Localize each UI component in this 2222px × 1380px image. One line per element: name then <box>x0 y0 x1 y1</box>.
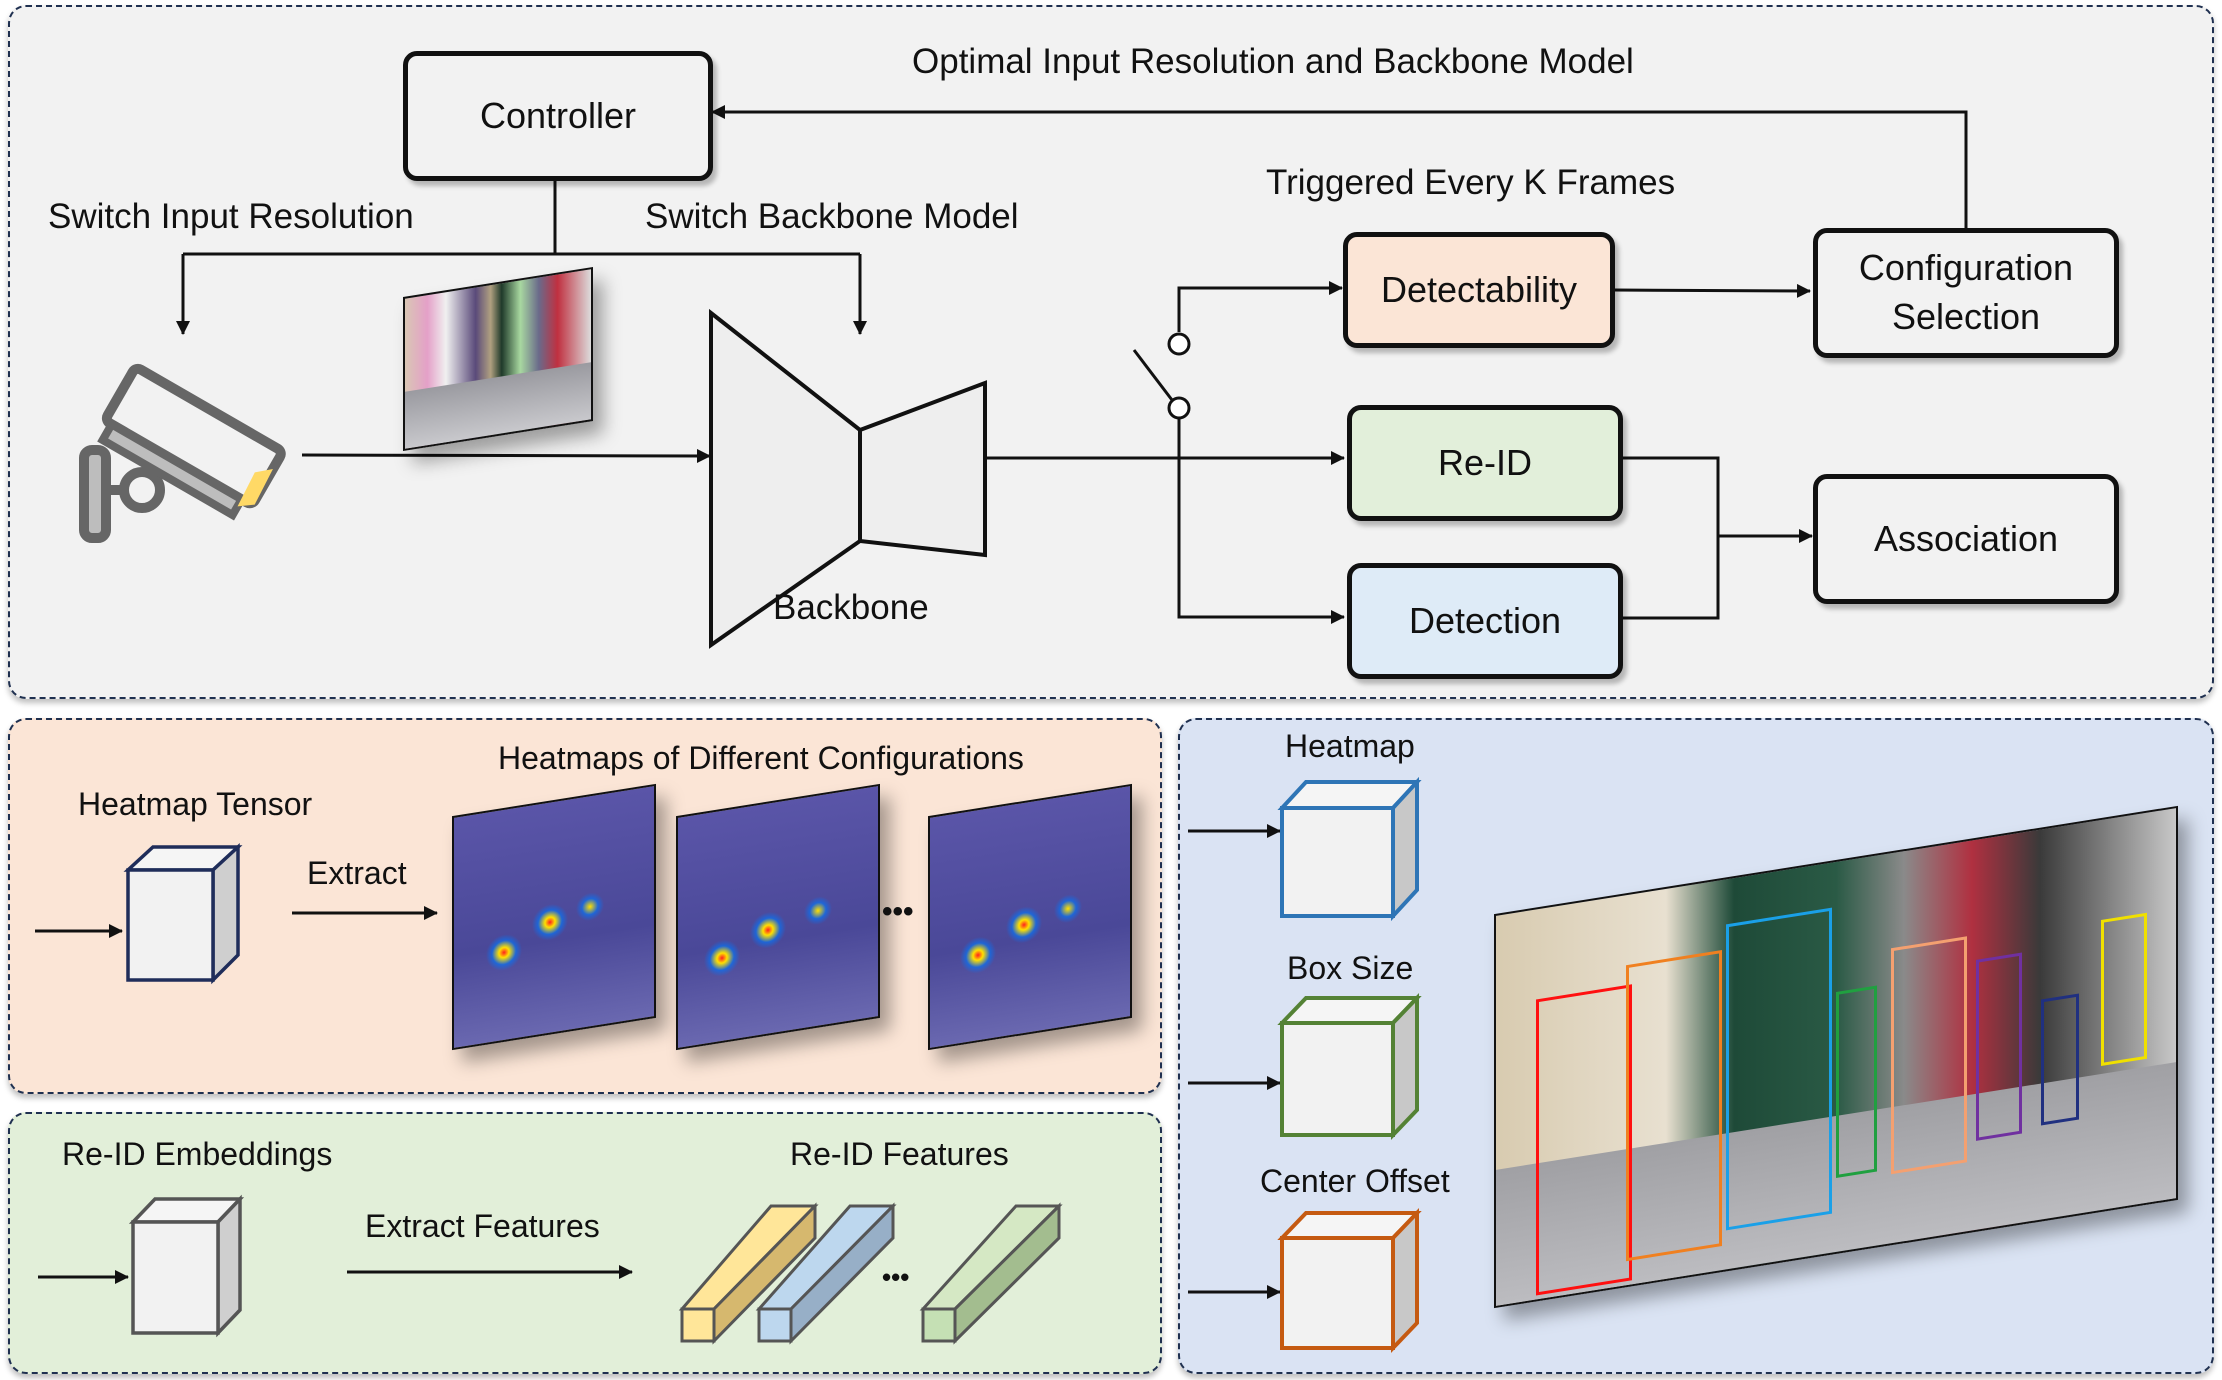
heatmaps-title: Heatmaps of Different Configurations <box>498 740 1024 776</box>
switch-lever <box>1132 349 1174 401</box>
reid-feature-bar-green <box>919 1202 1063 1345</box>
detectability-label: Detectability <box>1380 268 1578 310</box>
association-box[interactable]: Association <box>1813 474 2119 604</box>
configuration-selection-label: Configuration Selection <box>1858 247 2074 337</box>
heatmap-image-1 <box>452 783 656 1051</box>
reid-feature-bar-yellow <box>678 1202 819 1345</box>
switch-backbone-label: Switch Backbone Model <box>645 197 1019 236</box>
box-size-cube <box>1277 993 1422 1140</box>
reid-label: Re-ID <box>1437 441 1532 483</box>
trigger-label: Triggered Every K Frames <box>1266 163 1676 202</box>
association-label: Association <box>1873 517 2059 559</box>
heatmaps-ellipsis: ••• <box>882 895 914 928</box>
center-offset-cube <box>1277 1208 1422 1353</box>
reid-features-label: Re-ID Features <box>790 1136 1009 1172</box>
video-frame-image <box>403 266 593 452</box>
feedback-label: Optimal Input Resolution and Backbone Mo… <box>912 42 1634 81</box>
feedback-arrow <box>711 105 1968 228</box>
switch-to-detectability-arrow <box>1177 281 1343 332</box>
reid-embeddings-label: Re-ID Embeddings <box>62 1136 333 1172</box>
extract-label: Extract <box>307 855 407 891</box>
configuration-selection-box[interactable]: Configuration Selection <box>1813 228 2119 358</box>
controller-label: Controller <box>479 94 637 136</box>
heatmap-image-n <box>928 783 1132 1051</box>
bbox-sky-blue <box>1726 907 1832 1231</box>
heatmap-cube <box>1277 776 1422 922</box>
controller-box[interactable]: Controller <box>403 51 713 181</box>
reid-feature-bar-blue <box>755 1202 897 1345</box>
detection-label: Detection <box>1408 599 1562 641</box>
backbone-shape <box>709 308 987 649</box>
center-offset-label: Center Offset <box>1260 1163 1450 1199</box>
reid-box[interactable]: Re-ID <box>1347 405 1623 521</box>
controller-split-line <box>183 178 860 256</box>
bbox-navy <box>2041 993 2079 1126</box>
switch-contact-top <box>1167 332 1191 356</box>
merge-to-association-arrow <box>1622 456 1812 620</box>
bbox-peach <box>1891 936 1967 1175</box>
heatmap-label: Heatmap <box>1285 728 1415 764</box>
bbox-red <box>1536 984 1632 1296</box>
heatmap-image-2 <box>676 783 880 1051</box>
camera-to-backbone-arrow <box>301 448 711 463</box>
to-detection-arrow <box>1177 414 1345 624</box>
surveillance-camera-icon <box>79 363 286 543</box>
extract-features-label: Extract Features <box>365 1208 600 1244</box>
heatmap-tensor-cube <box>123 843 243 985</box>
detection-box[interactable]: Detection <box>1347 563 1623 679</box>
detectability-box[interactable]: Detectability <box>1343 232 1615 348</box>
switch-contact-bottom <box>1167 396 1191 420</box>
detectability-to-config-arrow <box>1613 283 1811 298</box>
switch-resolution-label: Switch Input Resolution <box>48 197 414 236</box>
backbone-label: Backbone <box>773 588 929 627</box>
bbox-green <box>1836 985 1877 1178</box>
heatmap-tensor-label: Heatmap Tensor <box>78 786 313 822</box>
reid-features-ellipsis: ••• <box>882 1262 910 1292</box>
bbox-yellow <box>2101 912 2147 1067</box>
box-size-label: Box Size <box>1287 950 1414 986</box>
bbox-purple <box>1976 952 2022 1141</box>
bbox-orange <box>1626 950 1722 1262</box>
reid-embeddings-cube <box>128 1194 245 1338</box>
